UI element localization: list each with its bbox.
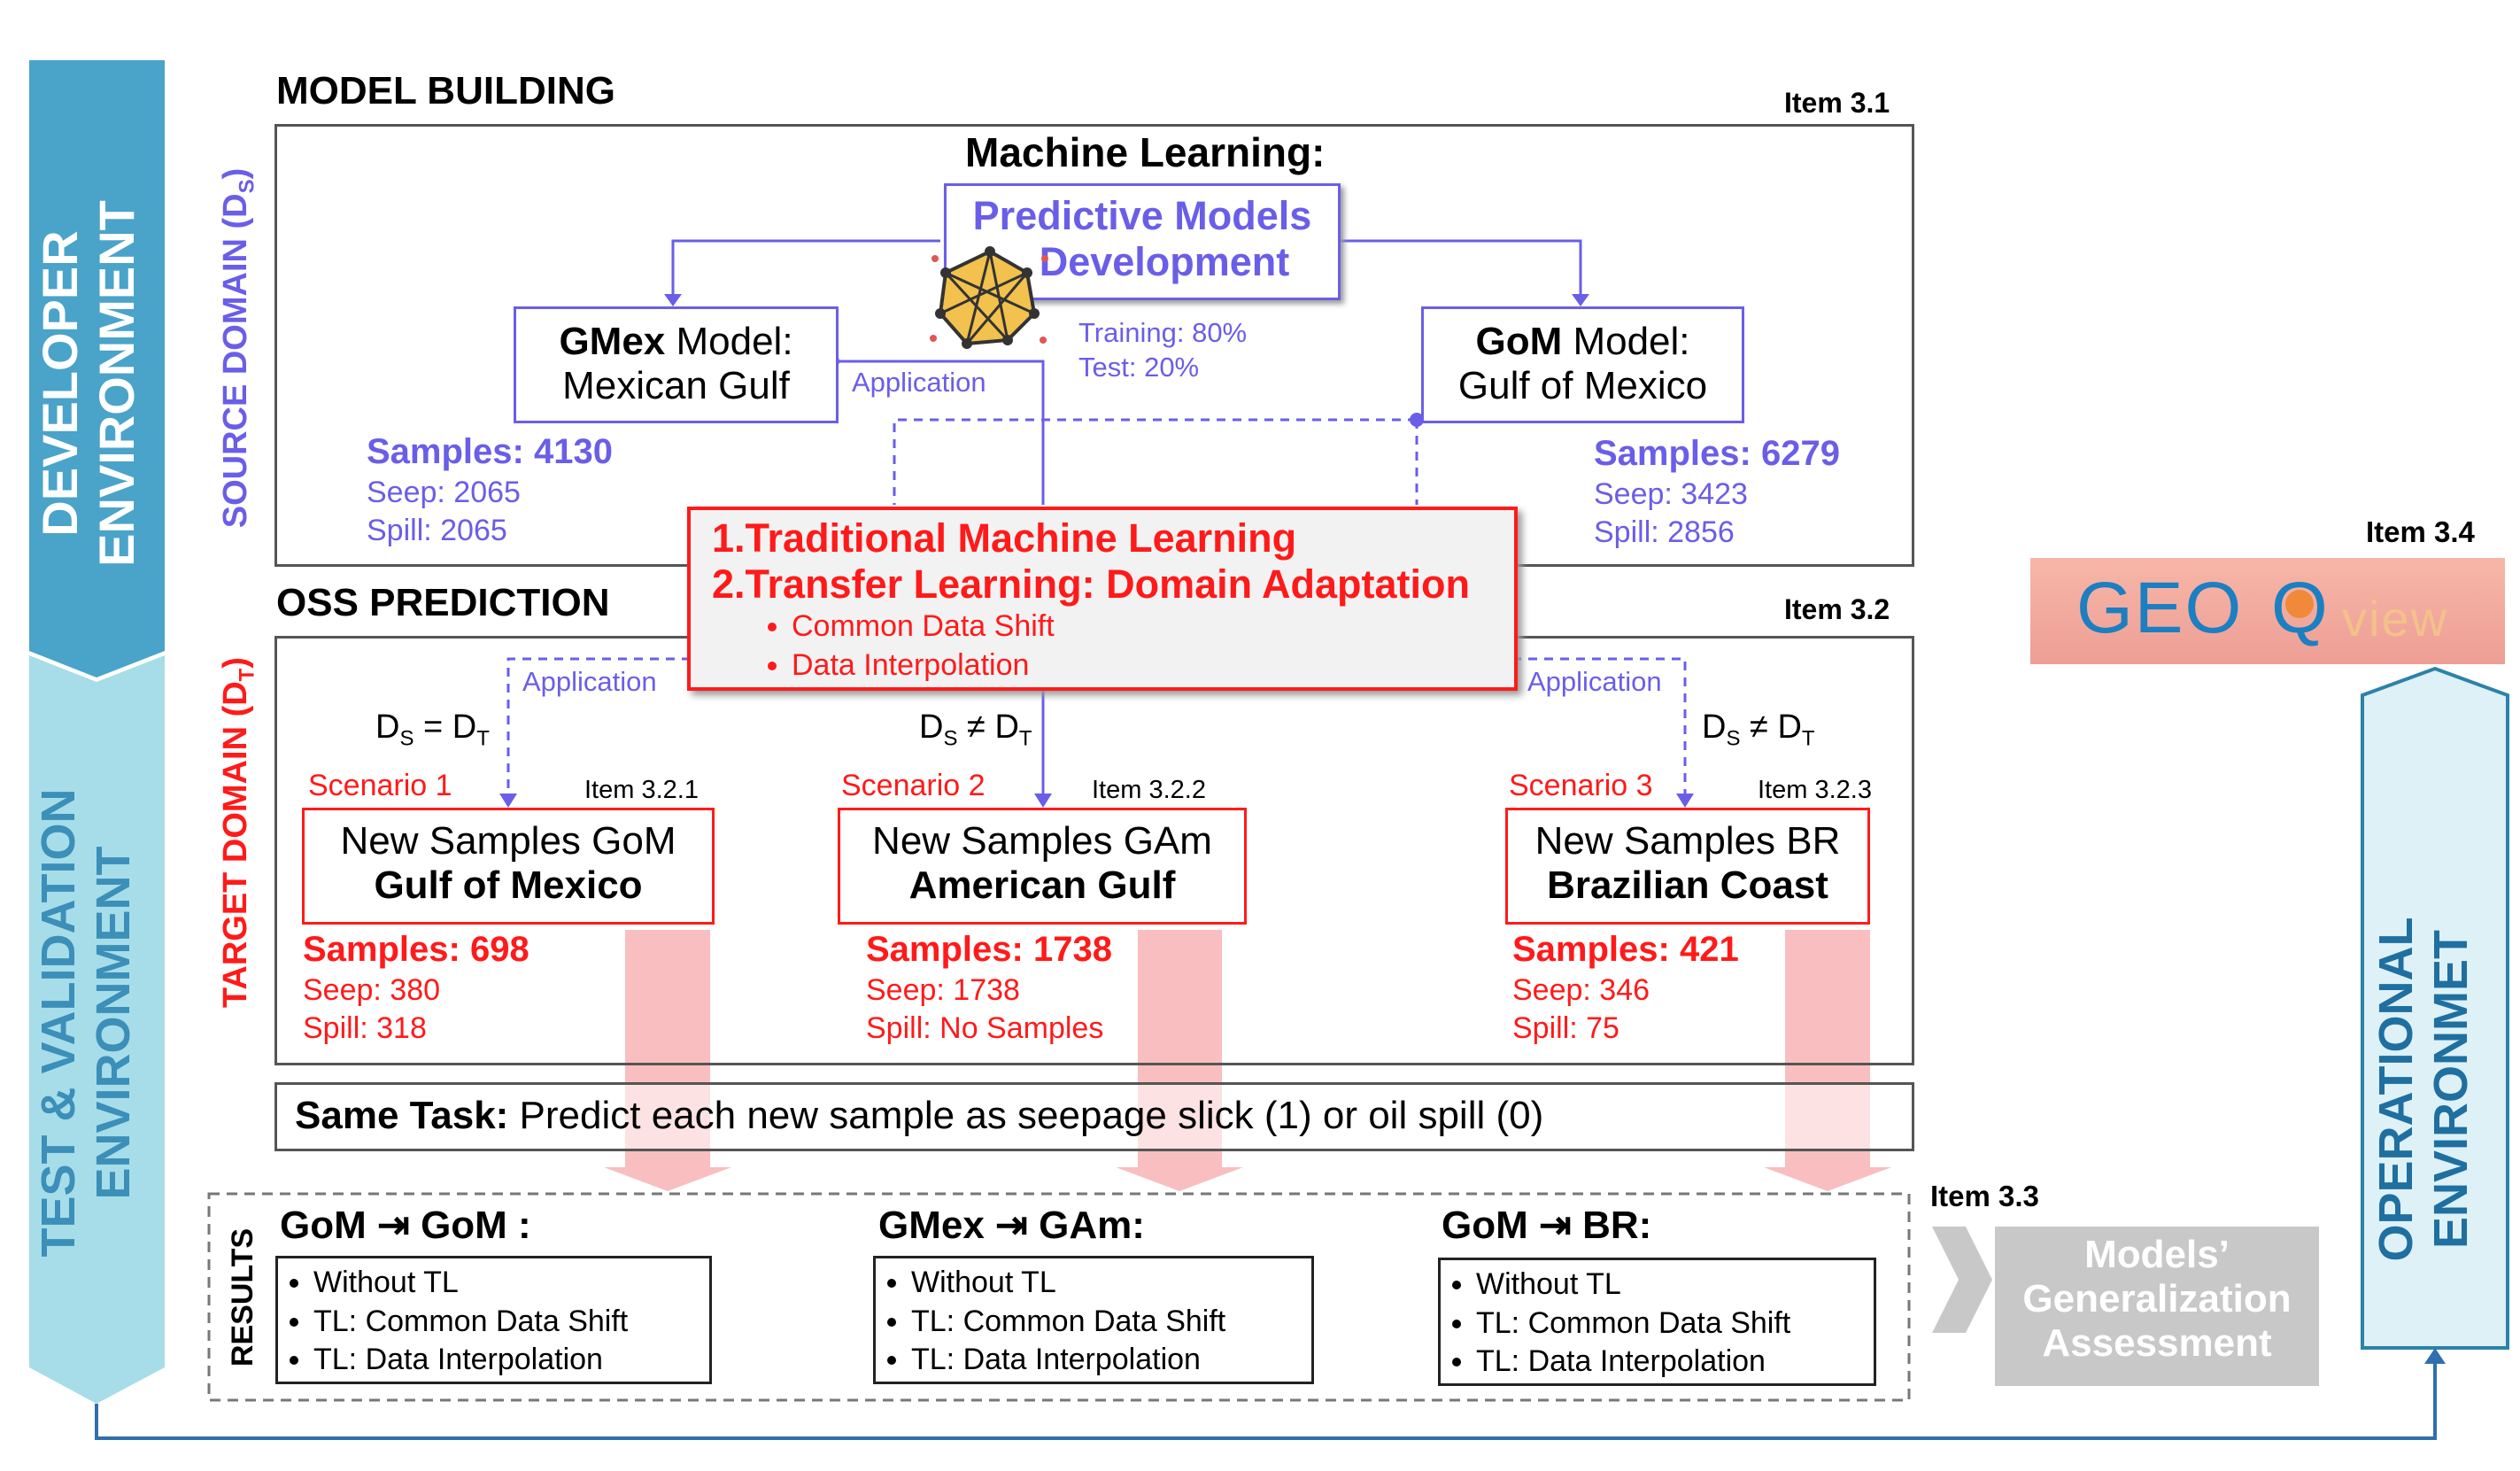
- ds-neq-dt-right: DS ≠ DT: [1702, 708, 1815, 751]
- methods-box: 1.Traditional Machine Learning 2.Transfe…: [687, 507, 1518, 691]
- results-group-2-title: GMex ⇥ GAm:: [878, 1204, 1145, 1247]
- scenario-2-stats: Samples: 1738 Seep: 1738 Spill: No Sampl…: [866, 930, 1112, 1045]
- item-3-2-1: Item 3.2.1: [584, 776, 699, 804]
- scenario-1-box: New Samples GoM Gulf of Mexico: [302, 808, 715, 925]
- same-task-box: Same Task: Predict each new sample as se…: [274, 1082, 1914, 1151]
- feedback-arrow-line: [95, 1362, 2437, 1440]
- assessment-box: [1995, 1227, 2319, 1386]
- results-label: RESULTS: [226, 1227, 259, 1367]
- results-group-1-title: GoM ⇥ GoM :: [280, 1204, 531, 1247]
- method-bullet: Common Data Shift: [792, 608, 1514, 646]
- gmex-model-box: GMex Model: Mexican Gulf: [514, 306, 839, 423]
- scenario-1-stats: Samples: 698 Seep: 380 Spill: 318: [303, 930, 530, 1045]
- scenario-2-box: New Samples GAm American Gulf: [838, 808, 1247, 925]
- item-3-2: Item 3.2: [1784, 593, 1890, 625]
- developer-env-banner: [29, 60, 165, 677]
- item-3-2-2: Item 3.2.2: [1092, 776, 1206, 804]
- method-bullet: Data Interpolation: [792, 646, 1514, 685]
- gom-model-box: GoM Model: Gulf of Mexico: [1421, 306, 1744, 423]
- oss-prediction-title: OSS PREDICTION: [276, 581, 610, 624]
- training-split: Training: 80%: [1078, 317, 1248, 348]
- item-3-4: Item 3.4: [2366, 515, 2475, 548]
- test-env-banner: [29, 655, 165, 1404]
- scenario-3-box: New Samples BR Brazilian Coast: [1505, 808, 1870, 925]
- results-group-3: Without TLTL: Common Data ShiftTL: Data …: [1438, 1258, 1876, 1386]
- assessment-text: Models’ Generalization Assessment: [2022, 1233, 2292, 1365]
- developer-env-label: DEVELOPER ENVIRONMENT: [32, 200, 144, 567]
- item-3-2-3: Item 3.2.3: [1758, 776, 1872, 804]
- results-frame: [207, 1192, 1911, 1402]
- results-group-1: Without TLTL: Common Data ShiftTL: Data …: [275, 1256, 712, 1384]
- item-3-1: Item 3.1: [1784, 87, 1890, 119]
- source-domain-label: SOURCE DOMAIN (DS): [217, 167, 259, 529]
- geoqview-q-logo: Q: [2271, 567, 2328, 650]
- scenario-3-label: Scenario 3: [1509, 769, 1653, 802]
- test-split: Test: 20%: [1078, 352, 1200, 383]
- neural-network-icon: [930, 246, 1048, 349]
- ds-neq-dt-center: DS ≠ DT: [919, 708, 1032, 751]
- model-building-title: MODEL BUILDING: [276, 69, 615, 112]
- item-3-3: Item 3.3: [1930, 1180, 2039, 1212]
- test-env-label: TEST & VALIDATION ENVIRONMENT: [32, 788, 140, 1258]
- scenario-1-label: Scenario 1: [308, 769, 452, 802]
- ds-eq-dt: DS = DT: [375, 708, 490, 751]
- scenario-3-stats: Samples: 421 Seep: 346 Spill: 75: [1512, 930, 1739, 1045]
- target-domain-label: TARGET DOMAIN (DT): [217, 656, 259, 1009]
- feedback-arrow-head: [2424, 1348, 2446, 1364]
- application-label-left: Application: [522, 666, 657, 698]
- scenario-2-label: Scenario 2: [841, 769, 986, 802]
- results-group-2: Without TLTL: Common Data ShiftTL: Data …: [873, 1256, 1314, 1384]
- geoqview-logo: GEO Q view: [2030, 558, 2505, 664]
- gmex-stats: Samples: 4130 Seep: 2065 Spill: 2065: [367, 432, 613, 547]
- application-label-right: Application: [1527, 666, 1662, 698]
- assessment-chevron: [1932, 1227, 1992, 1333]
- gom-stats: Samples: 6279 Seep: 3423 Spill: 2856: [1594, 434, 1840, 549]
- results-group-3-title: GoM ⇥ BR:: [1442, 1204, 1652, 1247]
- ml-title: Machine Learning:: [965, 129, 1326, 175]
- operational-env-label: OPERATIONAL ENVIRONMET: [2369, 917, 2477, 1262]
- operational-env-banner: [2361, 666, 2509, 1350]
- application-label-top: Application: [852, 367, 986, 399]
